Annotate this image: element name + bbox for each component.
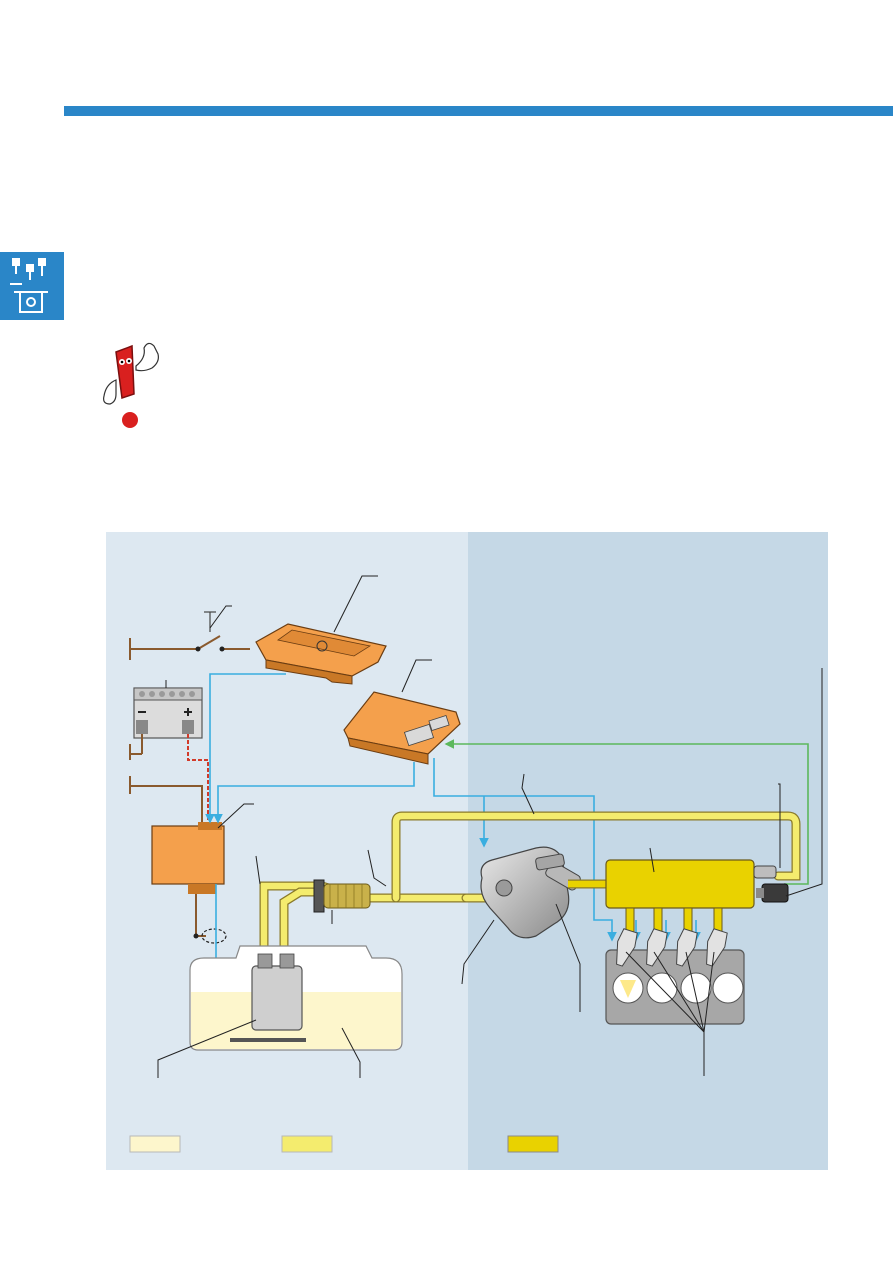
diagram-canvas	[106, 532, 828, 1170]
high-pressure-zone	[468, 532, 828, 1170]
side-tab	[0, 252, 64, 320]
fuel-bypass-line	[392, 812, 800, 902]
signal-line-injector-1	[593, 882, 617, 942]
pressure-limiting-valve	[753, 865, 777, 879]
switch-contact	[195, 646, 201, 652]
fuel-pump-control-unit	[343, 691, 461, 765]
engine-cylinder-block	[605, 949, 745, 1025]
fuel-pressure-sensor	[756, 883, 789, 903]
battery-power-wire	[187, 734, 209, 822]
ground-symbol	[201, 928, 227, 944]
relay-supply-wire	[129, 776, 203, 824]
warning-mascot-icon	[103, 342, 159, 428]
legend-swatch-high-pressure-fuel	[507, 1135, 559, 1153]
relay-unit	[151, 822, 225, 894]
ground-point	[193, 933, 199, 939]
fuel-injectors	[616, 928, 728, 967]
fuel-return-line	[280, 888, 320, 958]
warning-mascot	[98, 340, 168, 430]
fuel-system-icon	[0, 252, 64, 320]
fuel-rail	[605, 859, 755, 933]
engine-control-unit	[255, 623, 387, 685]
legend-swatch-tank-fuel	[129, 1135, 181, 1153]
in-tank-fuel-pump	[230, 953, 306, 1042]
ignition-switch	[129, 611, 250, 660]
legend-swatch-low-pressure-fuel	[281, 1135, 333, 1153]
signal-line-pump-controller	[213, 762, 415, 824]
pressure-sensor-signal-line	[444, 739, 809, 885]
fuel-system-diagram	[106, 532, 828, 1170]
battery-ground-wire	[129, 734, 143, 760]
callout-lines	[157, 575, 823, 1078]
battery	[133, 687, 203, 739]
fuel-filter	[313, 879, 371, 913]
switch-contact	[219, 646, 225, 652]
signal-line-ecu	[205, 673, 286, 824]
signal-line-injectors	[433, 758, 595, 882]
header-bar	[64, 106, 893, 116]
legend	[129, 1135, 559, 1153]
